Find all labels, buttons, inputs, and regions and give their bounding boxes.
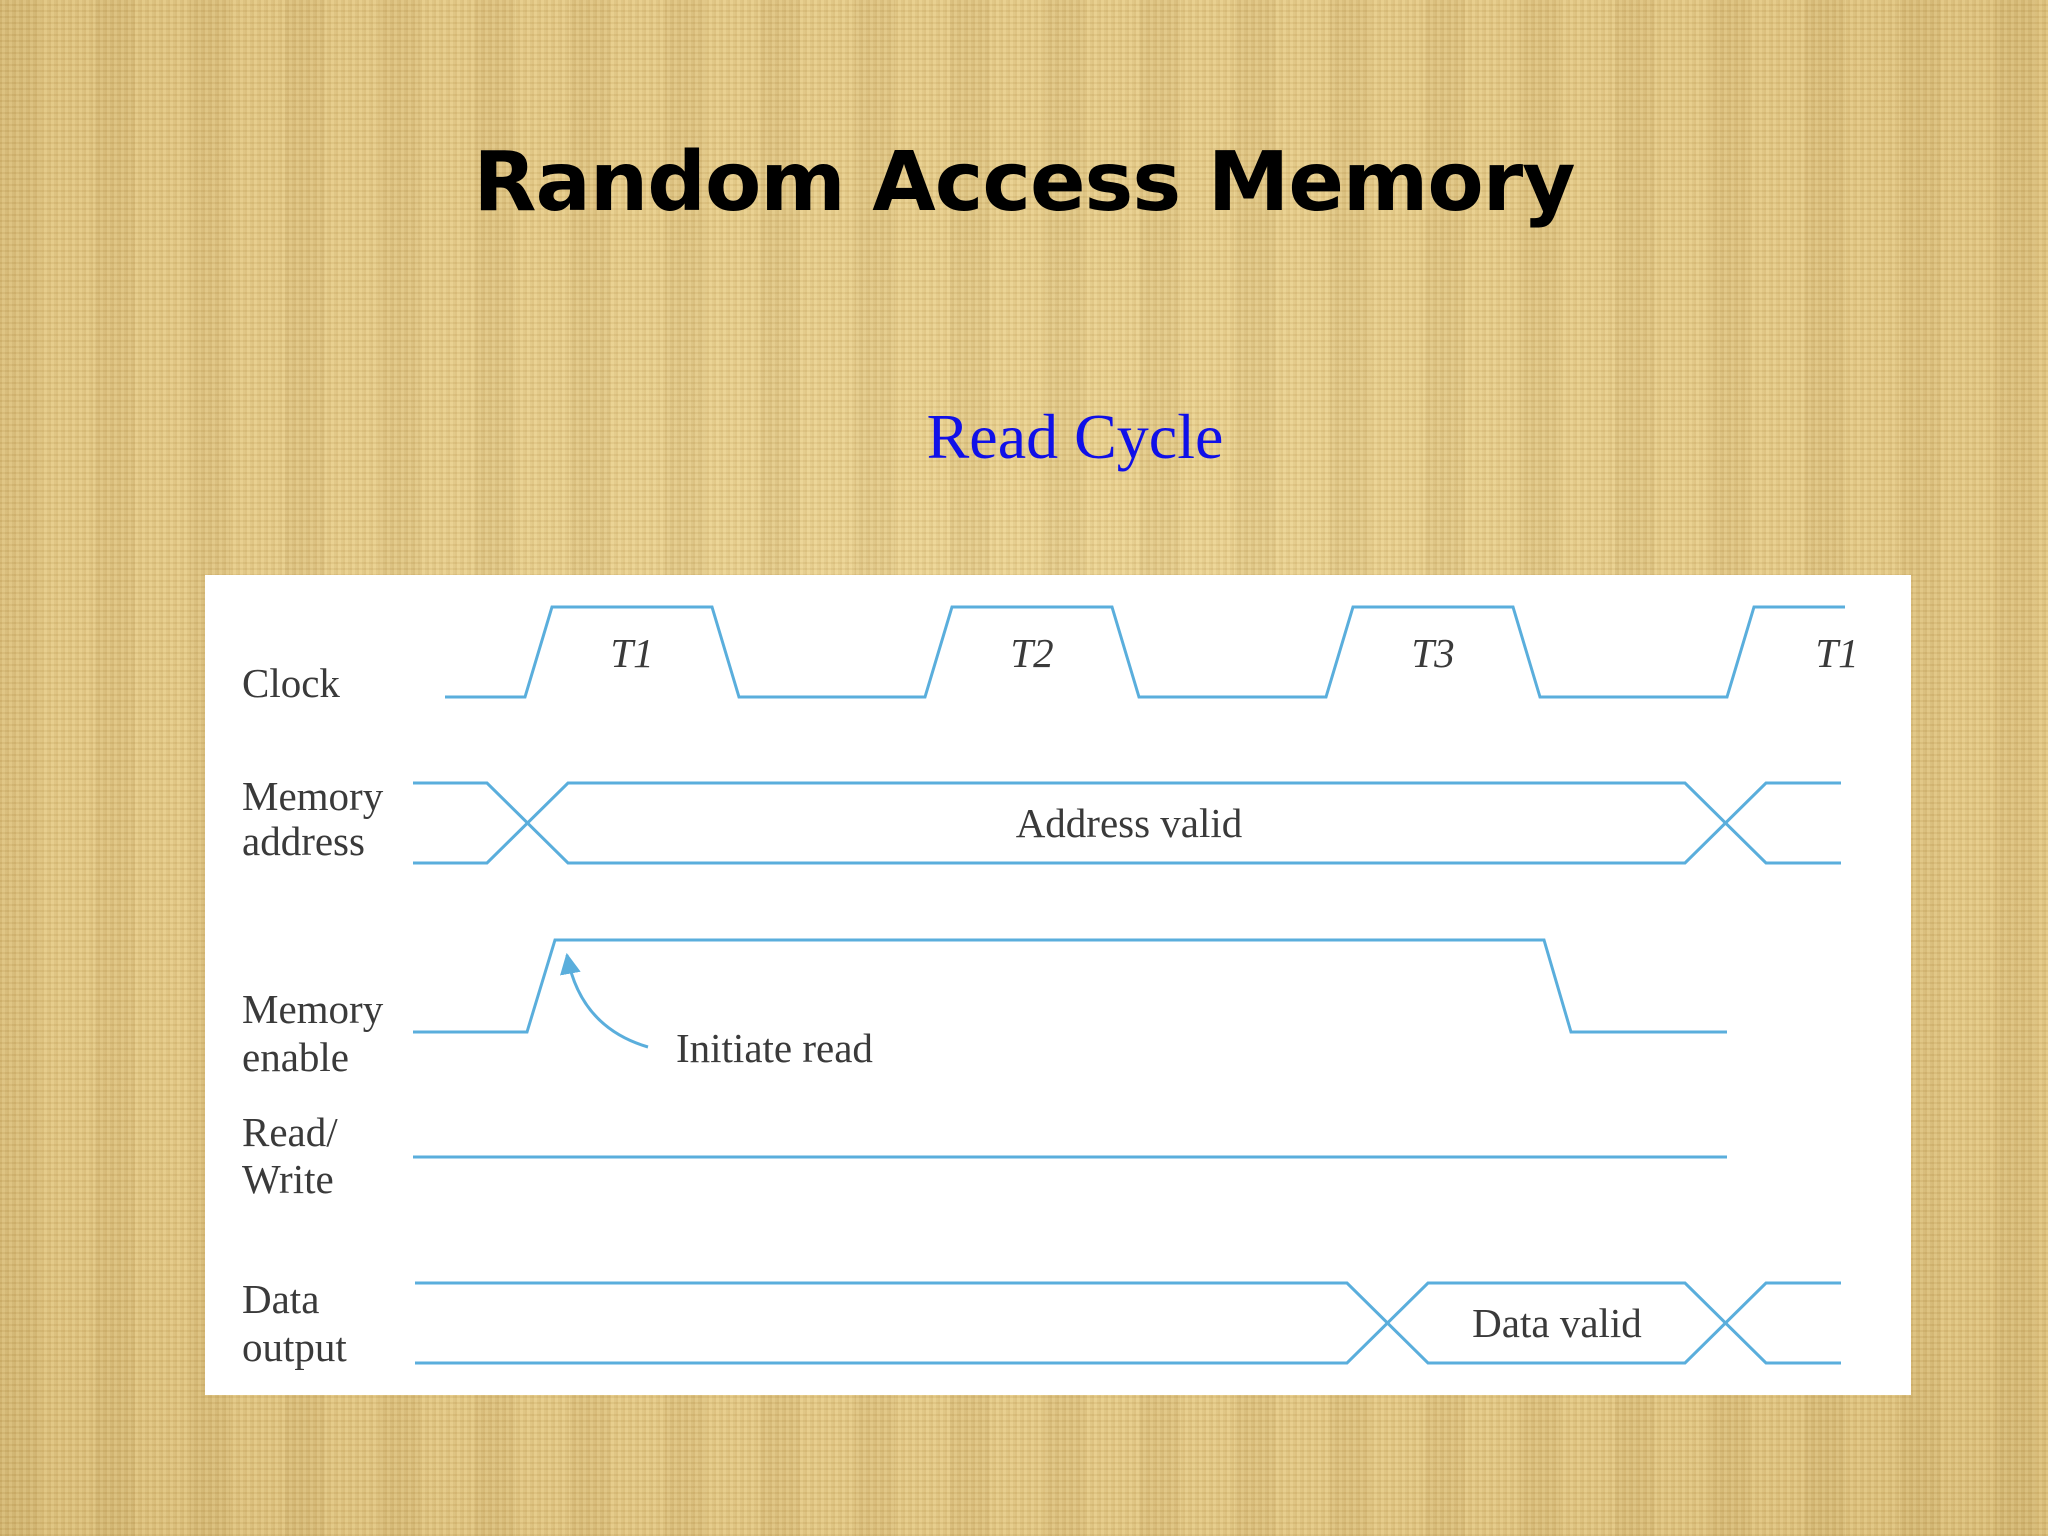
memory-enable-label-line2: enable (242, 1034, 349, 1080)
memory-address-label-line1: Memory (242, 773, 384, 819)
data-output-label-line1: Data (242, 1276, 319, 1322)
memory-enable-label-line1: Memory (242, 986, 384, 1032)
clock-period-label-1: T1 (610, 630, 653, 676)
read-write-label-line1: Read/ (242, 1109, 338, 1155)
memory-enable-waveform (413, 938, 1727, 1034)
clock-period-label-3: T3 (1411, 630, 1454, 676)
diagram-subtitle: Read Cycle (926, 401, 1224, 472)
read-write-label-line2: Write (242, 1156, 334, 1202)
address-valid-label: Address valid (1016, 800, 1243, 846)
memory-address-label-line2: address (242, 818, 365, 864)
clock-period-label-2: T2 (1010, 630, 1053, 676)
slide-title: Random Access Memory (473, 135, 1575, 230)
data-output-waveform (415, 1281, 1841, 1365)
clock-waveform (445, 605, 1845, 699)
timing-diagram: Clock Memory address Memory enable Read/… (242, 605, 1859, 1370)
memory-address-waveform (413, 781, 1841, 865)
initiate-read-arrow (560, 952, 649, 1049)
clock-period-label-4: T1 (1815, 630, 1858, 676)
initiate-read-label: Initiate read (676, 1025, 873, 1071)
data-valid-label: Data valid (1472, 1300, 1642, 1346)
timing-diagram-panel: Clock Memory address Memory enable Read/… (205, 575, 1911, 1395)
data-output-label-line2: output (242, 1324, 347, 1370)
clock-label: Clock (242, 660, 340, 706)
